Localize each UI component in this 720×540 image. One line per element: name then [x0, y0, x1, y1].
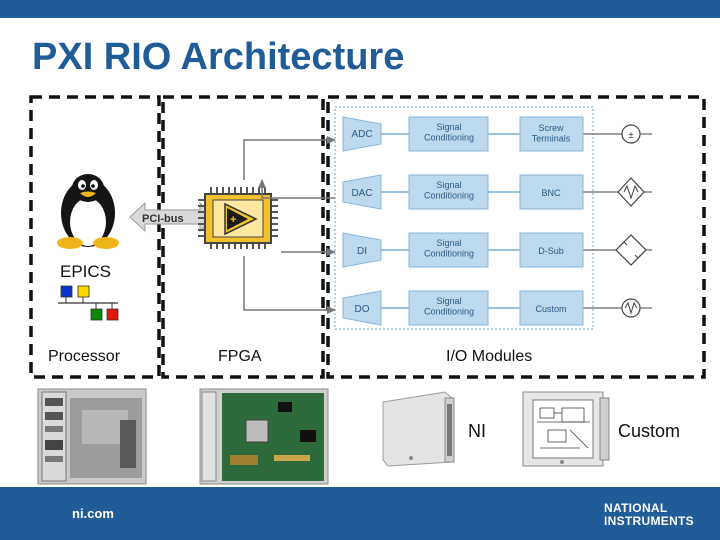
fpga-label: FPGA — [218, 348, 262, 365]
dsub-label: D-Sub — [538, 246, 564, 256]
bnc-block — [519, 174, 584, 210]
dac-label: DAC — [351, 188, 372, 199]
screw-terminals-block — [519, 116, 584, 152]
epics-network-icon — [58, 285, 119, 321]
custom-module-image — [522, 391, 610, 467]
di-block — [342, 232, 382, 268]
custom-connector-label: Custom — [535, 304, 566, 314]
adc-label: ADC — [351, 129, 372, 140]
fpga-module-image — [199, 388, 329, 485]
fpga-chip-icon: + — [198, 187, 278, 249]
epics-label: EPICS — [60, 262, 112, 281]
processor-label: Processor — [48, 348, 121, 365]
custom-hardware-label: Custom — [618, 421, 681, 441]
processor-section-box — [29, 95, 161, 379]
ni-hardware-label: NI — [468, 421, 486, 441]
svg-text:+: + — [230, 214, 236, 226]
adc-link-line — [243, 136, 336, 180]
dac-link-line — [258, 179, 335, 199]
bnc-label: BNC — [541, 188, 561, 198]
svg-text:±: ± — [628, 130, 634, 141]
dsub-block — [519, 232, 584, 268]
bridge-icon — [615, 234, 647, 266]
ni-logo-line2: INSTRUMENTS — [604, 514, 694, 528]
do-label: DO — [355, 304, 370, 315]
io-modules-label: I/O Modules — [446, 348, 533, 365]
adc-block — [342, 116, 382, 152]
custom-block — [519, 290, 584, 326]
signal-conditioning-block — [408, 174, 489, 210]
slide-title: PXI RIO Architecture — [32, 36, 405, 78]
dac-block — [342, 174, 382, 210]
pci-bus-label: PCI-bus — [142, 213, 184, 225]
pxi-controller-image — [37, 388, 147, 485]
signal-conditioning-block — [408, 290, 489, 326]
signal-conditioning-block — [408, 116, 489, 152]
thermistor-icon — [617, 177, 645, 207]
top-bar — [0, 0, 720, 18]
fpga-section-box — [161, 95, 325, 379]
io-inner-boundary — [334, 106, 594, 330]
ni-module-image — [382, 391, 455, 467]
linux-penguin-icon — [57, 174, 119, 249]
di-label: DI — [357, 246, 367, 257]
do-link-line — [243, 256, 336, 314]
signal-conditioning-block — [408, 232, 489, 268]
io-modules-section-box — [326, 95, 706, 379]
ni-logo-line1: NATIONAL — [604, 501, 668, 515]
do-block — [342, 290, 382, 326]
footer-url[interactable]: ni.com — [72, 506, 114, 521]
footer-bar — [0, 487, 720, 540]
